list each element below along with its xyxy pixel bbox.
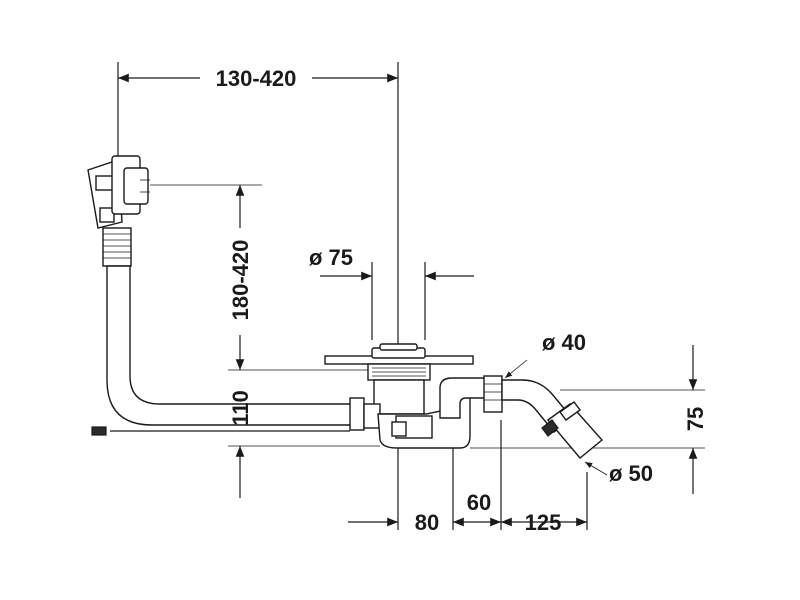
label-overflow-height: 110 — [228, 390, 253, 426]
trap-valve — [391, 421, 407, 437]
label-width-range: 130-420 — [216, 66, 297, 91]
label-dist-125: 125 — [525, 510, 562, 535]
outlet-nut — [483, 375, 503, 413]
cable-end — [91, 426, 107, 436]
dimension-lines — [117, 62, 705, 530]
trap-bend — [439, 377, 487, 419]
outlet-seal — [541, 419, 559, 437]
label-drain-diameter: ø 75 — [309, 245, 353, 270]
label-outlet-rise: 75 — [683, 407, 708, 431]
waste-assembly — [324, 343, 604, 459]
overflow-cap — [123, 167, 149, 205]
leader-outlet-diameter — [584, 461, 608, 476]
outlet-ring — [559, 401, 581, 421]
label-outlet-diameter: ø 50 — [609, 461, 653, 486]
overflow-nut — [349, 397, 365, 431]
overflow-assembly — [87, 155, 353, 436]
drain-plug-top — [379, 343, 418, 351]
label-dist-80: 80 — [415, 510, 439, 535]
label-dist-60: 60 — [467, 490, 491, 515]
overflow-head-detail-lower — [99, 207, 115, 223]
leader-pipe-diameter — [504, 359, 528, 379]
label-pipe-diameter: ø 40 — [542, 330, 586, 355]
waste-housing — [373, 379, 425, 415]
label-height-range: 180-420 — [228, 240, 253, 321]
dimension-labels: 130-420 180-420 110 ø 75 ø 40 ø 50 75 80… — [216, 66, 708, 535]
